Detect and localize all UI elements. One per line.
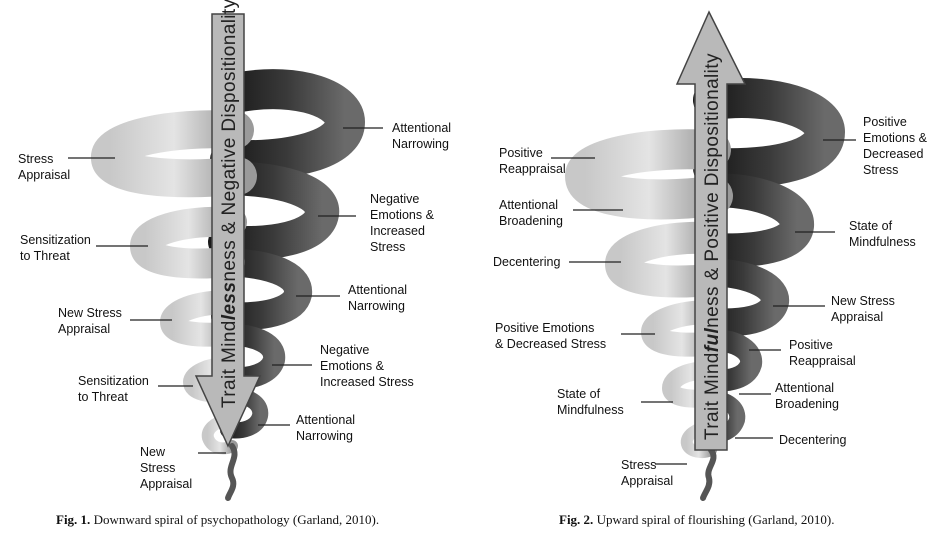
label-attentional-narrowing-1: Attentional Narrowing [392, 121, 452, 151]
label-decentering-2: Decentering [779, 433, 847, 447]
arrow-label: Trait Mindfulness & Positive Disposition… [702, 53, 723, 440]
label-state-of-mindfulness-1: State of Mindfulness [849, 219, 916, 249]
label-state-of-mindfulness-2: State of Mindfulness [557, 387, 624, 417]
leader-lines [551, 139, 856, 465]
caption-fig1: Fig. 1. Downward spiral of psychopatholo… [56, 512, 380, 527]
label-positive-emotions-1: Positive Emotions & Decreased Stress [863, 115, 927, 177]
label-attentional-narrowing-3: Attentional Narrowing [296, 413, 356, 443]
label-new-stress-appraisal-2: New Stress Appraisal [140, 445, 193, 491]
label-positive-emotions-2: Positive Emotions & Decreased Stress [495, 321, 607, 351]
label-sensitization-2: Sensitization to Threat [78, 374, 149, 404]
label-negative-emotions-1: Negative Emotions & Increased Stress [370, 192, 434, 254]
label-sensitization-1: Sensitization to Threat [20, 233, 91, 263]
label-new-stress-appraisal-1: New Stress Appraisal [58, 306, 122, 336]
label-new-stress-appraisal: New Stress Appraisal [831, 294, 895, 324]
label-attentional-broadening-2: Attentional Broadening [775, 381, 839, 411]
caption-fig2: Fig. 2. Upward spiral of flourishing (Ga… [559, 512, 835, 527]
arrow-label: Trait Mindlessness & Negative Dispositio… [219, 0, 240, 408]
leader-lines [68, 127, 383, 454]
label-decentering-1: Decentering [493, 255, 561, 269]
label-stress-appraisal: Stress Appraisal [18, 152, 71, 182]
figure-upward-spiral: Trait Mindfulness & Positive Disposition… [473, 0, 946, 550]
upward-spiral-graphic: Trait Mindfulness & Positive Disposition… [551, 10, 856, 501]
figure-downward-spiral: Trait Mindlessness & Negative Dispositio… [18, 0, 452, 527]
label-attentional-broadening-1: Attentional Broadening [499, 198, 563, 228]
down-arrow [194, 13, 262, 448]
label-positive-reappraisal-1: Positive Reappraisal [499, 146, 566, 176]
label-attentional-narrowing-2: Attentional Narrowing [348, 283, 408, 313]
label-stress-appraisal: Stress Appraisal [621, 458, 674, 488]
up-arrow [675, 10, 747, 451]
label-negative-emotions-2: Negative Emotions & Increased Stress [320, 343, 414, 389]
downward-spiral-graphic: Trait Mindlessness & Negative Dispositio… [68, 0, 383, 501]
spiral-coils [564, 78, 846, 501]
label-positive-reappraisal-2: Positive Reappraisal [789, 338, 856, 368]
